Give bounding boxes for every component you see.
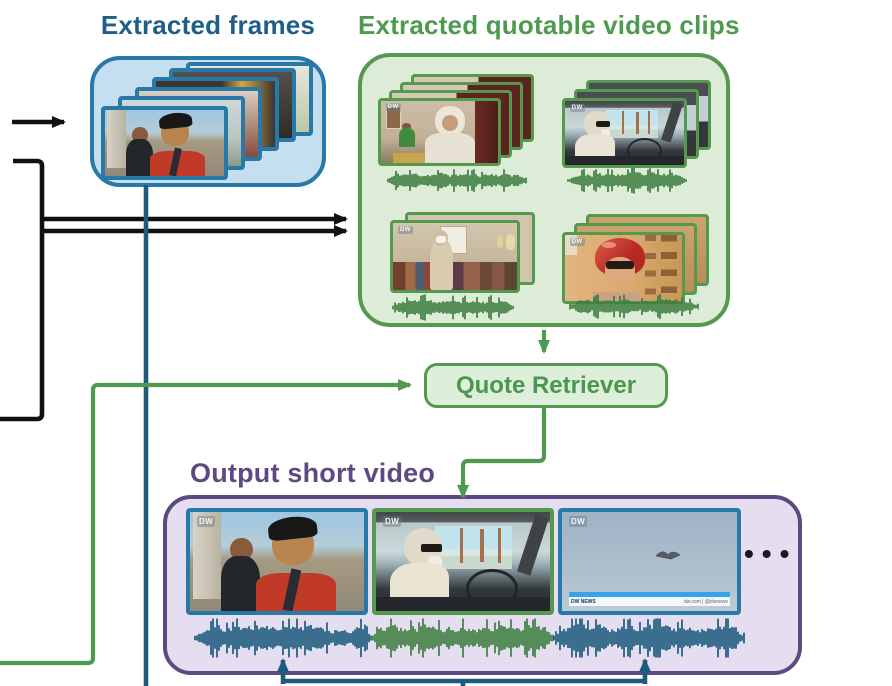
thumb-hijab-woman: DW bbox=[381, 101, 498, 163]
dw-logo: DW bbox=[385, 103, 401, 112]
output-video-title: Output short video bbox=[190, 458, 436, 488]
dw-logo: DW bbox=[397, 225, 413, 235]
video-frame: DW bbox=[186, 508, 368, 615]
thumb-seagull-sky: DW NEWS dw.com | @dwnews DW bbox=[562, 512, 737, 611]
line-input-branch bbox=[0, 158, 45, 422]
thumb-driving-woman: DW bbox=[376, 512, 550, 611]
dw-logo: DW bbox=[196, 515, 216, 528]
quotable-clips-title: Extracted quotable video clips bbox=[358, 10, 740, 40]
seagull-icon bbox=[655, 551, 681, 559]
video-frame: DW bbox=[390, 220, 520, 293]
video-frame bbox=[101, 106, 228, 180]
thumb-red-shirt-man bbox=[105, 110, 224, 176]
quote-retriever-label: Quote Retriever bbox=[455, 371, 637, 399]
more-clips-ellipsis: ••• bbox=[744, 538, 798, 569]
dw-logo: DW bbox=[569, 103, 585, 112]
video-frame: DW NEWS dw.com | @dwnews DW bbox=[558, 508, 741, 615]
ticker-handle: dw.com | @dwnews bbox=[683, 598, 728, 605]
news-ticker: DW NEWS dw.com | @dwnews bbox=[569, 592, 730, 607]
ticker-bar bbox=[569, 592, 730, 598]
dw-logo: DW bbox=[382, 515, 402, 528]
quote-retriever-node: Quote Retriever bbox=[424, 363, 668, 408]
dw-logo: DW bbox=[569, 515, 588, 528]
video-frame: DW bbox=[372, 508, 554, 615]
dw-logo: DW bbox=[569, 237, 585, 247]
video-frame: DW bbox=[562, 98, 687, 168]
thumb-masked-person: DW bbox=[393, 223, 517, 290]
thumb-driving-woman: DW bbox=[565, 101, 684, 165]
video-frame: DW bbox=[378, 98, 501, 166]
ticker-strip: DW NEWS dw.com | @dwnews bbox=[569, 597, 730, 607]
extracted-frames-title: Extracted frames bbox=[100, 10, 316, 40]
thumb-helmet-woman: DW bbox=[565, 235, 682, 301]
thumb-red-shirt-man: DW bbox=[190, 512, 364, 611]
video-frame: DW bbox=[562, 232, 685, 304]
arrow-retriever-to-output bbox=[457, 408, 547, 499]
ticker-brand: DW NEWS bbox=[571, 598, 596, 605]
